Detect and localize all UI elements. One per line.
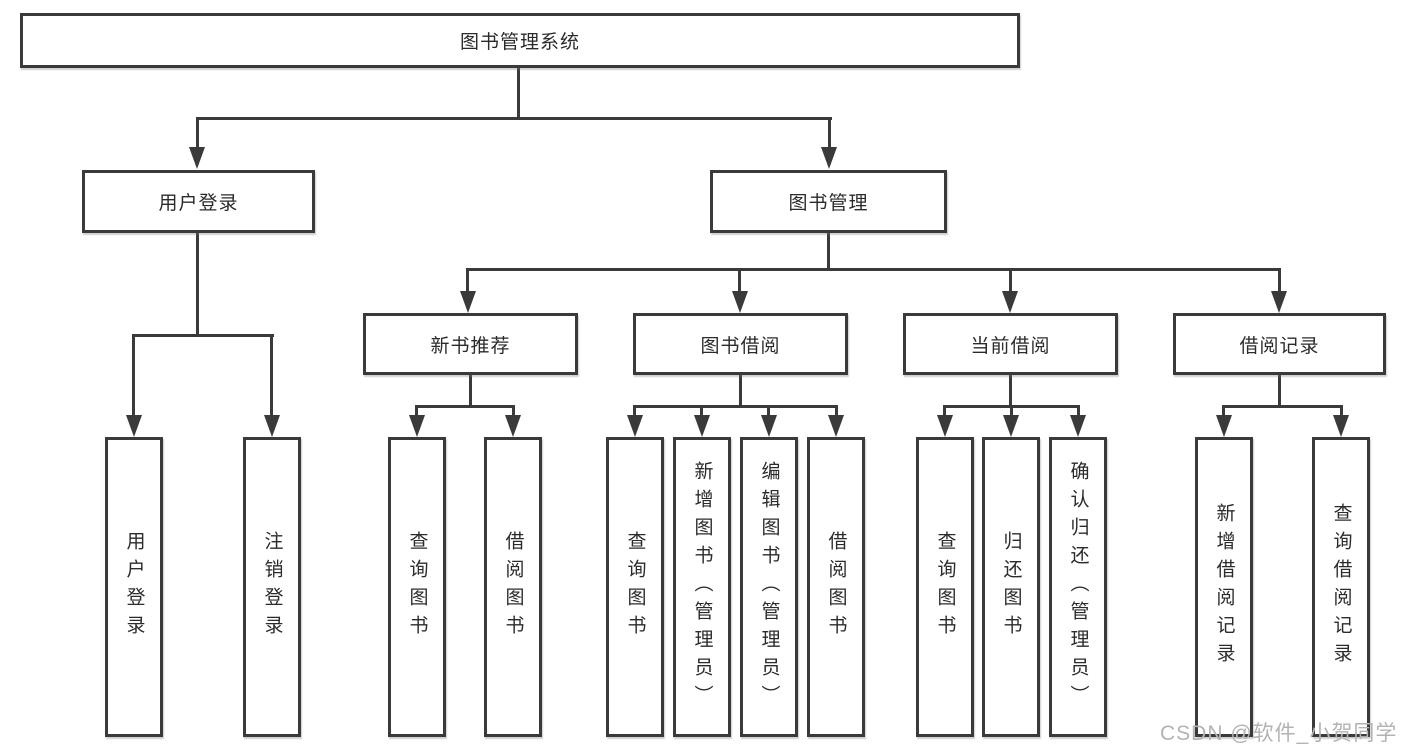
arrow-down-icon — [1333, 415, 1349, 437]
connector-line — [943, 405, 946, 419]
arrow-down-icon — [460, 291, 476, 313]
connector-line — [633, 405, 838, 408]
leaf-borrowing-edit-books-admin: 编辑图书（管理员） — [740, 437, 798, 737]
node-new-book-recommend: 新书推荐 — [363, 313, 578, 375]
connector-line — [835, 405, 838, 419]
leaf-user-login: 用户登录 — [105, 437, 163, 737]
node-user-login: 用户登录 — [82, 170, 315, 233]
leaf-borrowing-query-books: 查询图书 — [606, 437, 664, 737]
node-library-management-system: 图书管理系统 — [20, 13, 1020, 68]
arrow-down-icon — [761, 415, 777, 437]
arrow-down-icon — [821, 147, 837, 169]
node-borrowing-records: 借阅记录 — [1173, 313, 1386, 375]
leaf-newbook-borrow-books: 借阅图书 — [484, 437, 542, 737]
arrow-down-icon — [189, 147, 205, 169]
connector-line — [196, 117, 199, 150]
connector-line — [1340, 405, 1343, 419]
connector-line — [1222, 405, 1343, 408]
connector-line — [517, 68, 520, 119]
arrow-down-icon — [937, 415, 953, 437]
connector-line — [466, 268, 1281, 271]
connector-line — [132, 334, 274, 337]
connector-line — [633, 405, 636, 419]
leaf-borrowing-add-books-admin: 新增图书（管理员） — [673, 437, 731, 737]
leaf-newbook-query-books: 查询图书 — [388, 437, 446, 737]
connector-line — [196, 233, 199, 337]
leaf-current-return-books: 归还图书 — [982, 437, 1040, 737]
connector-line — [466, 268, 469, 294]
node-book-borrowing: 图书借阅 — [633, 313, 848, 375]
connector-line — [767, 405, 770, 419]
connector-line — [738, 268, 741, 294]
arrow-down-icon — [409, 415, 425, 437]
connector-line — [196, 117, 832, 120]
leaf-logout-login: 注销登录 — [243, 437, 301, 737]
arrow-down-icon — [694, 415, 710, 437]
arrow-down-icon — [264, 415, 280, 437]
connector-line — [415, 405, 515, 408]
connector-line — [1009, 268, 1012, 294]
connector-line — [270, 334, 273, 418]
arrow-down-icon — [828, 415, 844, 437]
csdn-watermark: CSDN @软件_小贺同学 — [1160, 722, 1398, 745]
arrow-down-icon — [732, 291, 748, 313]
connector-line — [739, 375, 742, 407]
arrow-down-icon — [1216, 415, 1232, 437]
arrow-down-icon — [627, 415, 643, 437]
leaf-borrowing-borrow-books: 借阅图书 — [807, 437, 865, 737]
arrow-down-icon — [126, 415, 142, 437]
node-current-borrowing: 当前借阅 — [903, 313, 1118, 375]
arrow-down-icon — [505, 415, 521, 437]
connector-line — [415, 405, 418, 419]
connector-line — [1222, 405, 1225, 419]
connector-line — [1278, 268, 1281, 294]
leaf-records-add-borrow-record: 新增借阅记录 — [1195, 437, 1253, 737]
connector-line — [1077, 405, 1080, 419]
connector-line — [1278, 375, 1281, 407]
connector-line — [828, 117, 831, 150]
arrow-down-icon — [1003, 415, 1019, 437]
arrow-down-icon — [1271, 291, 1287, 313]
connector-line — [827, 233, 830, 271]
leaf-current-query-books: 查询图书 — [916, 437, 974, 737]
leaf-records-query-borrow-record: 查询借阅记录 — [1312, 437, 1370, 737]
connector-line — [1010, 405, 1013, 419]
connector-line — [132, 334, 135, 418]
arrow-down-icon — [1002, 291, 1018, 313]
node-book-management: 图书管理 — [710, 170, 947, 233]
connector-line — [469, 375, 472, 407]
arrow-down-icon — [1070, 415, 1086, 437]
connector-line — [700, 405, 703, 419]
leaf-current-confirm-return-admin: 确认归还（管理员） — [1049, 437, 1107, 737]
connector-line — [1009, 375, 1012, 407]
connector-line — [512, 405, 515, 419]
